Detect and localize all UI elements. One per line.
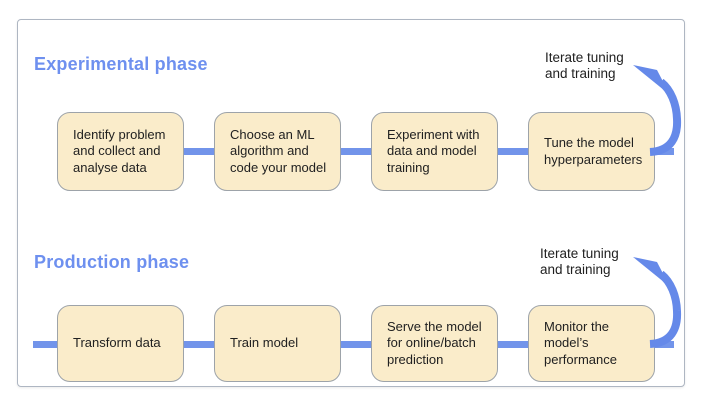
connector-line xyxy=(341,148,371,155)
connector-stub xyxy=(33,341,57,348)
iterate-note-production: Iterate tuning and training xyxy=(540,246,619,278)
connector-line xyxy=(184,341,214,348)
connector-line xyxy=(341,341,371,348)
iterate-note-line2: and training xyxy=(545,66,616,81)
iterate-note-line1: Iterate tuning xyxy=(540,246,619,261)
step-node-transform-data: Transform data xyxy=(57,305,184,382)
iterate-note-line2: and training xyxy=(540,262,611,277)
step-label: Serve the model for online/batch predict… xyxy=(387,318,482,367)
step-label: Tune the model hyperparameters xyxy=(544,135,643,167)
step-node-train-model: Train model xyxy=(214,305,341,382)
connector-line xyxy=(184,148,214,155)
experimental-phase-title: Experimental phase xyxy=(34,54,208,74)
step-node-identify-problem: Identify problem and collect and analyse… xyxy=(57,112,184,191)
production-phase-title: Production phase xyxy=(34,252,190,272)
step-label: Experiment with data and model training xyxy=(387,126,480,175)
step-label: Choose an ML algorithm and code your mod… xyxy=(230,126,327,175)
step-label: Identify problem and collect and analyse… xyxy=(73,126,166,175)
iterate-note-line1: Iterate tuning xyxy=(545,50,624,65)
step-node-serve-model: Serve the model for online/batch predict… xyxy=(371,305,498,382)
iterate-arrow-icon xyxy=(628,248,682,348)
step-label: Train model xyxy=(230,335,299,351)
step-label: Transform data xyxy=(73,335,161,351)
connector-line xyxy=(498,148,528,155)
iterate-arrow-icon xyxy=(628,56,682,156)
step-node-experiment: Experiment with data and model training xyxy=(371,112,498,191)
connector-line xyxy=(498,341,528,348)
step-label: Monitor the model’s performance xyxy=(544,318,617,367)
step-node-choose-algorithm: Choose an ML algorithm and code your mod… xyxy=(214,112,341,191)
step-node-monitor-performance: Monitor the model’s performance xyxy=(528,305,655,382)
step-node-tune-hyperparameters: Tune the model hyperparameters xyxy=(528,112,655,191)
iterate-note-experimental: Iterate tuning and training xyxy=(545,50,624,82)
